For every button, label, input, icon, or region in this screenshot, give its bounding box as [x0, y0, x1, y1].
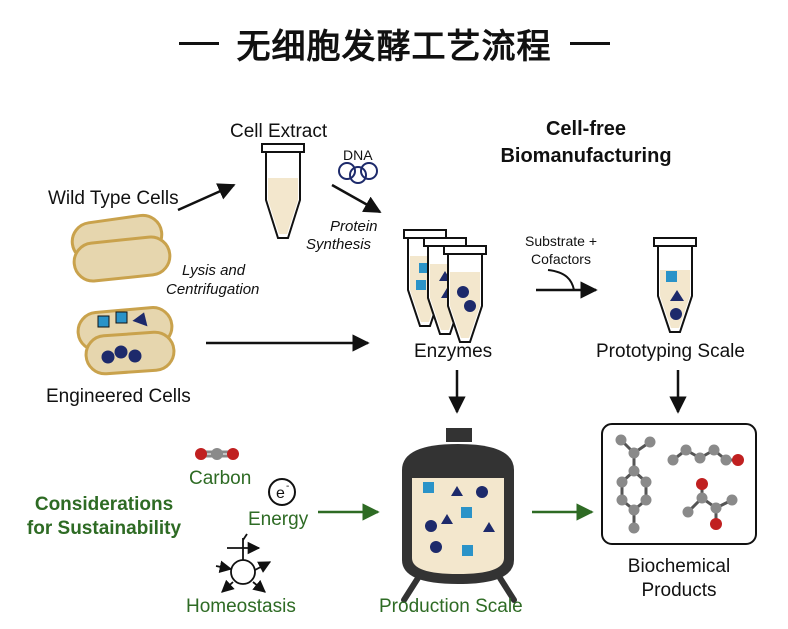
arrow-extract-to-enzymes [331, 183, 382, 214]
lysis-label-2: Centrifugation [166, 281, 259, 298]
wild-type-cells-label: Wild Type Cells [48, 188, 179, 209]
electron-icon: e - [268, 478, 296, 506]
cell-free-heading-1: Cell-free [546, 118, 626, 140]
carbon-molecule-icon [195, 448, 239, 460]
biochemical-label-2: Products [642, 580, 717, 601]
homeostasis-icon [215, 533, 272, 593]
protein-synthesis-label-1: Protein [330, 218, 378, 235]
title-dash-right [569, 41, 610, 45]
prototyping-scale-label: Prototyping Scale [596, 341, 745, 362]
molecule-branched-icon [615, 434, 656, 534]
carbon-label: Carbon [189, 468, 251, 489]
cell-extract-tube-icon [261, 143, 305, 239]
substrate-label-2: Cofactors [531, 251, 591, 267]
engineered-cells-label: Engineered Cells [46, 386, 191, 407]
prototyping-tube-icon [653, 237, 697, 333]
title-dash-left [178, 41, 219, 45]
wild-type-cells-icon [70, 213, 172, 283]
bioreactor-icon [401, 428, 517, 603]
electron-charge: - [286, 481, 289, 492]
title-text: 无细胞发酵工艺流程 [236, 26, 552, 67]
energy-label: Energy [248, 509, 309, 530]
substrate-label-1: Substrate + [525, 233, 597, 249]
electron-symbol: e [276, 485, 285, 502]
dna-plasmid-icon [338, 162, 378, 184]
protein-synthesis-label-2: Synthesis [306, 236, 372, 253]
cell-extract-label: Cell Extract [230, 121, 328, 142]
sustainability-label-1: Considerations [35, 494, 173, 515]
production-scale-label: Production Scale [379, 596, 523, 617]
molecule-small-icon [682, 478, 738, 530]
enzymes-label: Enzymes [414, 341, 492, 362]
molecule-chain-icon [667, 444, 744, 466]
homeostasis-label: Homeostasis [186, 596, 296, 617]
biochemical-label-1: Biochemical [628, 556, 730, 577]
page-title: 无细胞发酵工艺流程 [0, 8, 788, 78]
engineered-cells-icon [76, 306, 176, 376]
dna-label: DNA [343, 147, 373, 163]
enzymes-tubes-icon [403, 229, 487, 343]
substrate-curve [547, 269, 575, 291]
lysis-label-1: Lysis and [182, 262, 246, 279]
sustainability-label-2: for Sustainability [27, 518, 182, 539]
cell-free-heading-2: Biomanufacturing [500, 145, 671, 167]
arrow-wildtype-to-extract [177, 183, 236, 212]
